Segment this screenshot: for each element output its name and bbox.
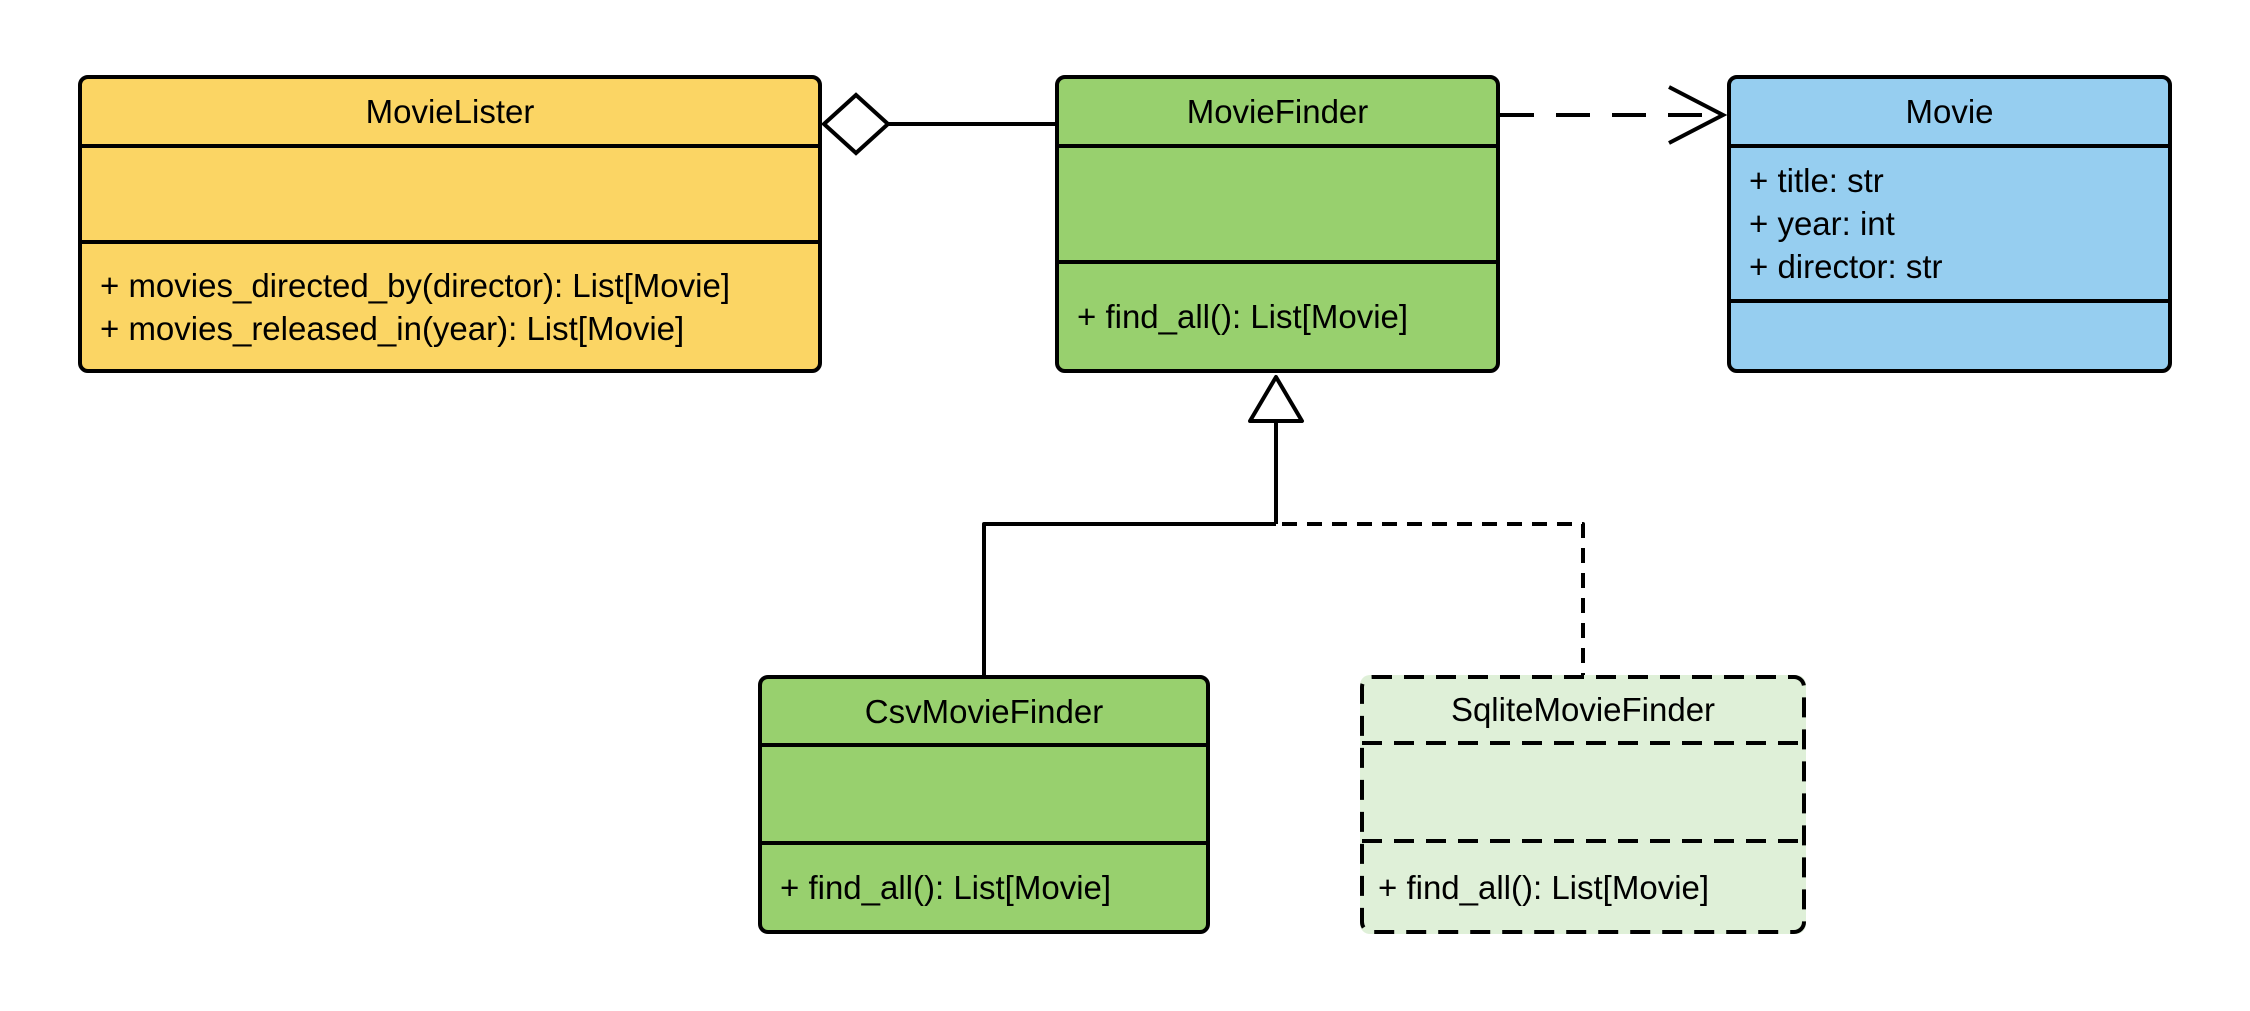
class-moviefinder: MovieFinder + find_all(): List[Movie]	[1055, 75, 1500, 373]
method-item: + find_all(): List[Movie]	[1077, 298, 1409, 335]
attribute-item: + title: str	[1749, 162, 1884, 199]
attribute-item: + year: int	[1749, 205, 1895, 242]
class-title: Movie	[1905, 93, 1994, 130]
class-title: CsvMovieFinder	[864, 692, 1104, 730]
method-item: + movies_directed_by(director): List[Mov…	[100, 266, 730, 304]
attribute-item: + director: str	[1749, 248, 1943, 285]
methods-compartment: + find_all(): List[Movie]	[762, 841, 1206, 930]
method-item: + find_all(): List[Movie]	[780, 869, 1112, 906]
methods-compartment	[1731, 299, 2168, 369]
methods-compartment: + movies_directed_by(director): List[Mov…	[82, 240, 818, 369]
class-movielister: MovieLister + movies_directed_by(directo…	[78, 75, 822, 373]
class-title: MovieLister	[365, 93, 535, 130]
class-sqlitemoviefinder: SqliteMovieFinder + find_all(): List[Mov…	[1360, 675, 1806, 934]
class-title: SqliteMovieFinder	[1450, 690, 1716, 728]
sqlitemoviefinder-dashed-border	[1360, 675, 1806, 934]
attributes-compartment	[1059, 144, 1496, 260]
methods-compartment: + find_all(): List[Movie]	[1360, 841, 1806, 934]
methods-compartment: + find_all(): List[Movie]	[1059, 260, 1496, 369]
dependency-connector	[1500, 85, 1728, 145]
attributes-compartment	[762, 743, 1206, 841]
aggregation-connector	[821, 92, 1057, 156]
class-movie: Movie + title: str + year: int + directo…	[1727, 75, 2172, 373]
method-item: + find_all(): List[Movie]	[1378, 869, 1710, 906]
method-item: + movies_released_in(year): List[Movie]	[100, 309, 685, 347]
aggregation-diamond-icon	[821, 92, 891, 156]
inheritance-connector-csv	[982, 375, 1304, 680]
dependency-arrowhead-icon	[1668, 85, 1728, 145]
class-csvmoviefinder: CsvMovieFinder + find_all(): List[Movie]	[758, 675, 1210, 934]
inheritance-connector-sqlite	[1282, 522, 1585, 680]
inheritance-branch-solid	[982, 522, 1276, 680]
attributes-compartment	[82, 144, 818, 240]
attributes-compartment: + title: str + year: int + director: str	[1731, 144, 2168, 299]
inheritance-branch-dashed	[1282, 522, 1585, 680]
class-title: MovieFinder	[1186, 93, 1369, 130]
